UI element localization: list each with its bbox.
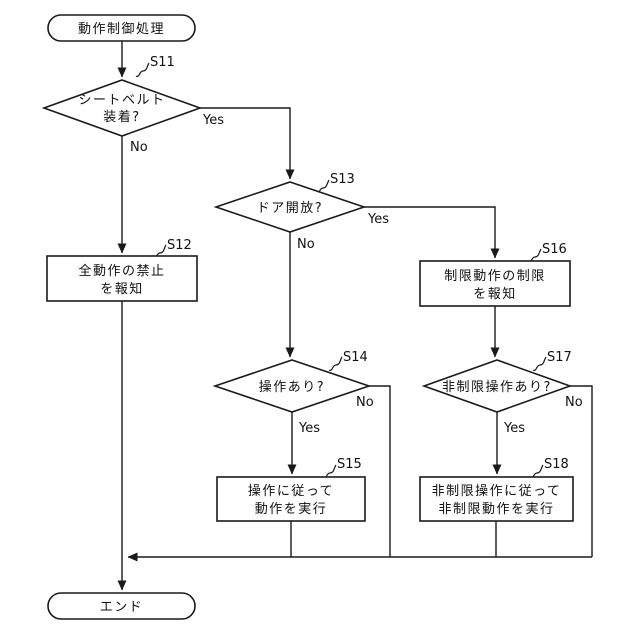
edge-label-s11-yes: Yes [202,113,224,128]
step-label-s16: S16 [542,242,567,257]
leader-s11 [135,62,150,77]
edge-s14-no-to-merge [369,385,391,557]
step-label-s11: S11 [150,55,175,70]
step-label-s12: S12 [167,238,192,253]
step-label-s14: S14 [343,350,368,365]
node-s14-decision [212,359,372,413]
node-s11-decision [41,79,203,137]
node-s18-process [419,476,574,522]
node-s13-decision [213,181,367,233]
edge-label-s17-no: No [565,395,583,410]
node-start-label: 動作制御処理 [78,22,165,37]
edge-label-s14-yes: Yes [298,421,320,436]
node-s13-label: ドア開放? [257,201,323,216]
node-s18-label-line2: 非制限動作を実行 [438,501,554,517]
node-end-label: エンド [100,600,144,615]
edge-label-s13-no: No [297,237,315,252]
node-s17-decision [421,359,573,413]
step-label-s17: S17 [547,350,572,365]
edge-s17-no-to-merge [570,385,593,557]
leader-s17 [532,356,547,371]
node-end-terminal [47,592,196,620]
edge-s11-yes-to-s13 [200,107,295,180]
node-s11-label-line1: シートベルト [78,93,165,108]
node-s15-process [216,476,366,522]
node-s12-label-line1: 全動作の禁止 [78,263,165,279]
node-s15-label-line1: 操作に従って [248,483,334,499]
node-s16-label-line1: 制限動作の制限 [444,269,546,284]
edge-label-s11-no: No [130,140,148,155]
node-s17-label: 非制限操作あり? [442,379,552,395]
node-s11-label-line2: 装着? [103,109,140,125]
node-start-terminal [47,14,196,42]
leader-s14 [328,356,343,371]
node-s12-process [46,255,198,302]
edge-label-s17-yes: Yes [503,421,525,436]
edge-label-s14-no: No [356,395,374,410]
node-s12-label-line2: を報知 [100,281,144,297]
node-s16-label-line2: を報知 [473,286,517,302]
edge-s13-yes-to-s16 [364,206,500,259]
step-label-s18: S18 [544,457,569,472]
node-s16-process [419,260,571,307]
node-s14-label: 操作あり? [259,379,325,395]
step-label-s15: S15 [337,457,362,472]
node-s18-label-line1: 非制限操作に従って [432,483,562,499]
edge-label-s13-yes: Yes [367,212,389,227]
step-label-s13: S13 [330,172,355,187]
node-s15-label-line2: 動作を実行 [255,501,328,517]
